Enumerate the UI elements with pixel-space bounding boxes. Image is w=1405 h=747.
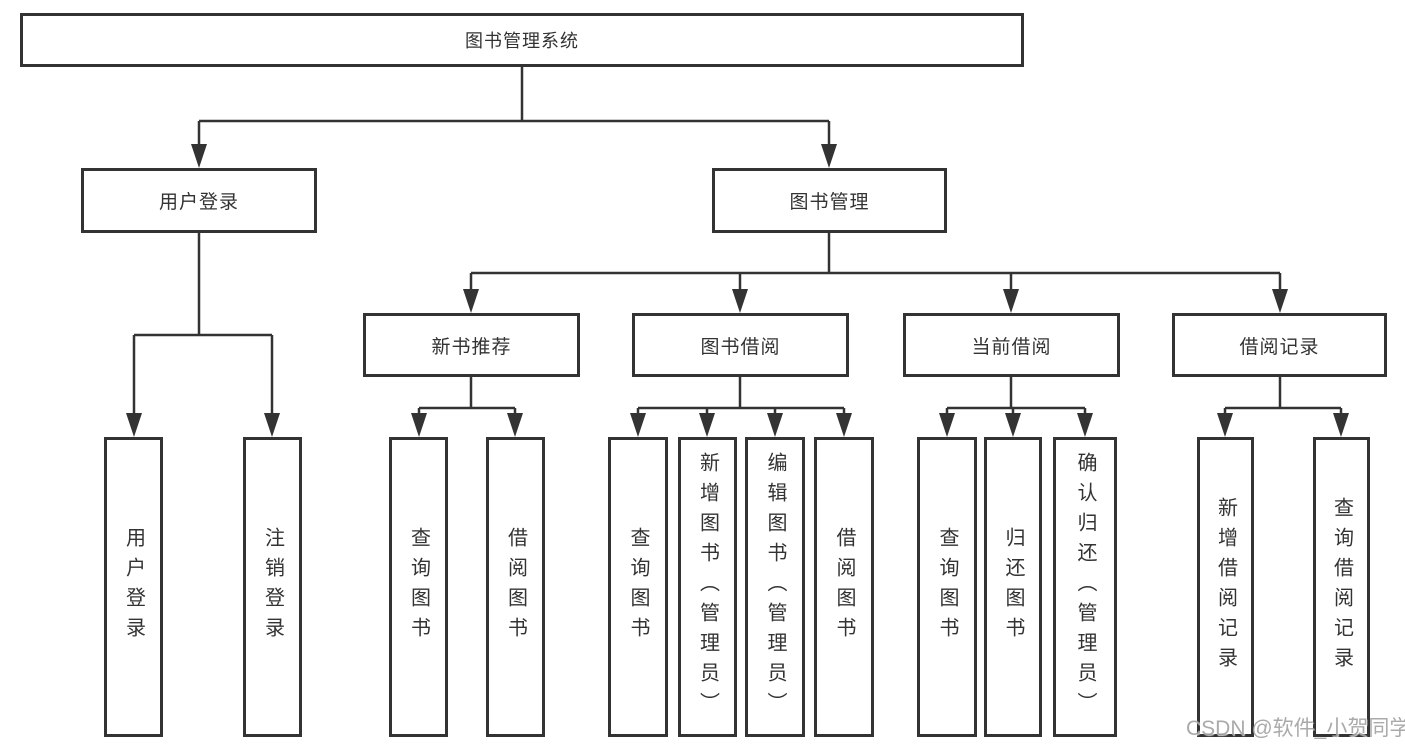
leaf-add-borrow-record: 新增借阅记录 xyxy=(1197,437,1254,737)
arrowhead-icon xyxy=(126,413,142,437)
leaf-user-login: 用户登录 xyxy=(104,437,163,737)
arrowhead-icon xyxy=(836,413,852,437)
arrowhead-icon xyxy=(732,289,748,313)
arrowhead-icon xyxy=(507,413,523,437)
leaf-add-book-admin: 新增图书（管理员） xyxy=(678,437,737,737)
node-label: 借阅记录 xyxy=(1239,336,1320,358)
leaf-borrow-books-recommend: 借阅图书 xyxy=(486,437,545,737)
node-label: 查询借阅记录 xyxy=(1330,497,1353,677)
arrowhead-icon xyxy=(630,413,646,437)
arrowhead-icon xyxy=(1077,413,1093,437)
leaf-borrow-books-borrowing: 借阅图书 xyxy=(814,437,874,737)
node-label: 图书管理系统 xyxy=(465,31,579,51)
node-library-management-system: 图书管理系统 xyxy=(20,13,1024,67)
node-label: 编辑图书（管理员） xyxy=(764,452,786,722)
leaf-edit-book-admin: 编辑图书（管理员） xyxy=(745,437,805,737)
node-label: 用户登录 xyxy=(122,527,145,647)
node-new-book-recommend: 新书推荐 xyxy=(363,313,580,377)
node-book-borrowing: 图书借阅 xyxy=(632,313,849,377)
node-label: 归还图书 xyxy=(1002,527,1024,647)
arrowhead-icon xyxy=(1005,413,1021,437)
node-label: 新增借阅记录 xyxy=(1214,497,1237,677)
arrowhead-icon xyxy=(821,144,837,168)
arrowhead-icon xyxy=(1003,289,1019,313)
arrowhead-icon xyxy=(1272,289,1288,313)
node-label: 新书推荐 xyxy=(431,336,512,358)
csdn-watermark: CSDN @软件_小贺同学 xyxy=(1186,717,1405,740)
arrowhead-icon xyxy=(191,144,207,168)
arrowhead-icon xyxy=(767,413,783,437)
node-borrowing-records: 借阅记录 xyxy=(1172,313,1387,377)
connector-path xyxy=(132,67,1343,415)
leaf-query-books-borrowing: 查询图书 xyxy=(608,437,668,737)
arrowheads xyxy=(126,144,1349,437)
node-label: 借阅图书 xyxy=(504,527,527,647)
arrowhead-icon xyxy=(1333,413,1349,437)
node-label: 新增图书（管理员） xyxy=(696,452,719,722)
arrowhead-icon xyxy=(699,413,715,437)
arrowhead-icon xyxy=(939,413,955,437)
leaf-query-books-current: 查询图书 xyxy=(917,437,977,737)
node-book-management: 图书管理 xyxy=(712,168,947,233)
node-label: 图书管理 xyxy=(789,192,870,213)
leaf-return-book: 归还图书 xyxy=(984,437,1042,737)
arrowhead-icon xyxy=(1217,413,1233,437)
node-current-borrowing: 当前借阅 xyxy=(903,313,1120,377)
node-label: 当前借阅 xyxy=(971,336,1052,358)
leaf-confirm-return-admin: 确认归还（管理员） xyxy=(1053,437,1117,737)
arrowhead-icon xyxy=(463,289,479,313)
node-user-login: 用户登录 xyxy=(81,168,317,233)
arrowhead-icon xyxy=(411,413,427,437)
node-label: 查询图书 xyxy=(936,527,958,647)
arrowhead-icon xyxy=(264,413,280,437)
leaf-query-borrow-record: 查询借阅记录 xyxy=(1313,437,1370,737)
node-label: 用户登录 xyxy=(158,192,239,213)
node-label: 注销登录 xyxy=(261,527,284,647)
leaf-query-books-recommend: 查询图书 xyxy=(389,437,448,737)
node-label: 图书借阅 xyxy=(700,336,781,358)
node-label: 查询图书 xyxy=(627,527,649,647)
node-label: 借阅图书 xyxy=(833,527,855,647)
node-label: 确认归还（管理员） xyxy=(1074,452,1096,722)
leaf-logout: 注销登录 xyxy=(243,437,302,737)
node-label: 查询图书 xyxy=(407,527,430,647)
